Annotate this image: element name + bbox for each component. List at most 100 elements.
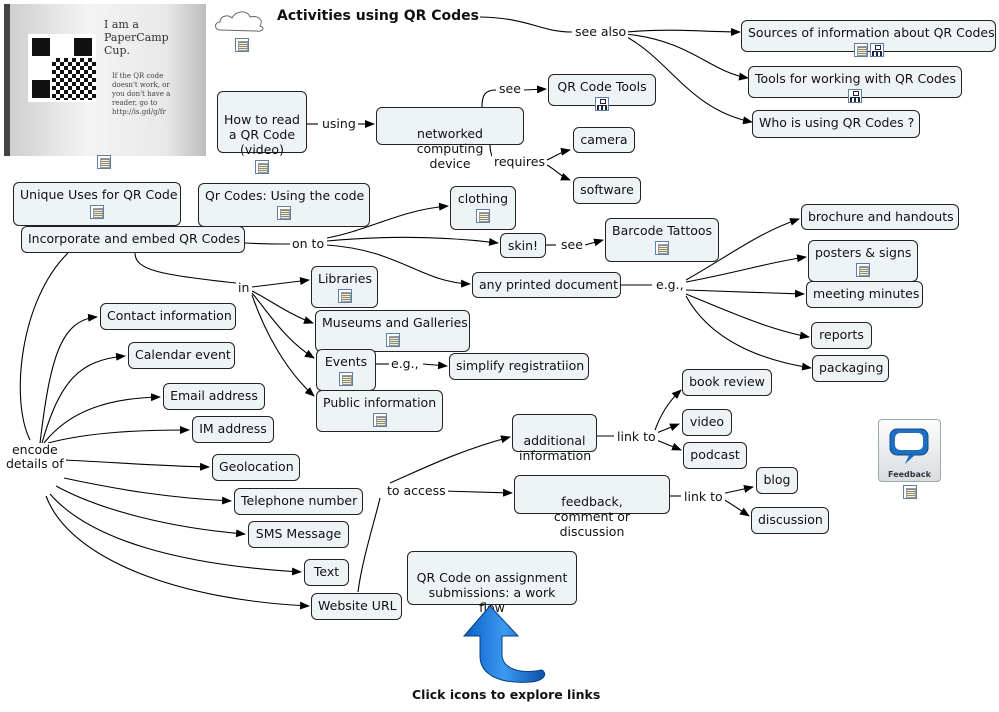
node-label: Events: [324, 354, 368, 369]
node-barcode-tattoos[interactable]: Barcode Tattoos: [605, 218, 719, 262]
node-book-review[interactable]: book review: [682, 369, 772, 396]
document-icon[interactable]: [337, 288, 352, 303]
node-libraries[interactable]: Libraries: [311, 266, 378, 308]
node-label: podcast: [690, 447, 740, 462]
node-text[interactable]: Text: [304, 559, 349, 586]
node-label: Geolocation: [219, 459, 294, 474]
node-brochure[interactable]: brochure and handouts: [801, 204, 959, 230]
node-events[interactable]: Events: [316, 349, 376, 391]
node-museums[interactable]: Museums and Galleries: [315, 310, 470, 352]
qr-code-pattern: [52, 58, 96, 100]
node-label: reports: [819, 327, 864, 342]
node-incorporate[interactable]: Incorporate and embed QR Codes: [21, 226, 245, 253]
node-label: Website URL: [318, 598, 397, 613]
node-posters[interactable]: posters & signs: [808, 240, 918, 282]
node-sms-message[interactable]: SMS Message: [248, 521, 349, 548]
node-reports[interactable]: reports: [811, 322, 872, 349]
node-blog[interactable]: blog: [756, 467, 798, 494]
node-im-address[interactable]: IM address: [192, 416, 274, 443]
document-icon[interactable]: [255, 159, 269, 174]
cup-small-text: If the QR code doesn't work, or you don'…: [112, 72, 171, 116]
node-label: Who is using QR Codes ?: [759, 115, 915, 130]
node-geolocation[interactable]: Geolocation: [212, 454, 300, 481]
document-icon[interactable]: [655, 240, 669, 255]
label-see-also: see also: [573, 24, 629, 39]
concept-map-icon[interactable]: [595, 96, 609, 111]
node-label: Incorporate and embed QR Codes: [28, 231, 241, 246]
document-icon[interactable]: [90, 204, 104, 219]
feedback-button[interactable]: Feedback: [878, 419, 941, 482]
node-additional-information[interactable]: additional information: [512, 414, 597, 463]
document-icon[interactable]: [339, 371, 353, 386]
node-label: Museums and Galleries: [322, 315, 468, 330]
document-icon[interactable]: [856, 262, 870, 277]
label-requires: requires: [492, 154, 547, 169]
node-label: networked computing device: [416, 126, 484, 171]
node-tools-working[interactable]: Tools for working with QR Codes: [748, 66, 962, 103]
node-public-information[interactable]: Public information: [316, 390, 443, 432]
label-eg-print: e.g.,: [654, 277, 686, 292]
node-qr-using[interactable]: Qr Codes: Using the code: [198, 183, 370, 227]
label-eg-events: e.g.,: [389, 356, 421, 371]
node-software[interactable]: software: [573, 177, 641, 204]
caption-text: Click icons to explore links: [412, 687, 601, 702]
node-website-url[interactable]: Website URL: [311, 593, 402, 620]
node-label: additional information: [519, 433, 592, 463]
node-label: brochure and handouts: [808, 209, 954, 224]
label-on-to: on to: [290, 236, 327, 251]
document-icon[interactable]: [476, 208, 490, 223]
document-icon[interactable]: [385, 332, 400, 347]
node-video[interactable]: video: [682, 409, 732, 436]
label-in: in: [236, 280, 252, 295]
node-telephone-number[interactable]: Telephone number: [234, 488, 363, 515]
qr-cup-photo: I am a PaperCamp Cup. If the QR code doe…: [4, 4, 206, 156]
label-link-to-1: link to: [615, 429, 658, 444]
label-encode: encode details of: [4, 442, 66, 471]
node-label: Tools for working with QR Codes: [755, 71, 956, 86]
node-calendar-event[interactable]: Calendar event: [128, 342, 235, 369]
node-podcast[interactable]: podcast: [683, 442, 747, 469]
document-icon[interactable]: [903, 485, 917, 499]
concept-map-icon[interactable]: [848, 88, 862, 103]
node-label: blog: [763, 472, 791, 487]
node-assignment-workflow[interactable]: QR Code on assignment submissions: a wor…: [407, 551, 577, 631]
document-icon[interactable]: [277, 205, 291, 220]
node-label: camera: [580, 132, 628, 147]
concept-map-icon[interactable]: [869, 42, 884, 57]
map-title: Activities using QR Codes: [277, 8, 480, 24]
node-feedback-discussion[interactable]: feedback, comment or discussion: [514, 475, 670, 539]
node-skin[interactable]: skin!: [500, 233, 546, 258]
blue-arrow-icon: [462, 605, 546, 683]
node-sources[interactable]: Sources of information about QR Codes: [741, 20, 996, 57]
node-label: Text: [313, 564, 340, 579]
document-icon[interactable]: [235, 38, 249, 52]
node-printed-document[interactable]: any printed document: [472, 272, 621, 298]
node-who-using[interactable]: Who is using QR Codes ?: [752, 110, 920, 138]
node-label: Qr Codes: Using the code: [205, 188, 365, 203]
node-packaging[interactable]: packaging: [812, 355, 889, 382]
node-networked-device[interactable]: networked computing device: [376, 107, 524, 171]
node-camera[interactable]: camera: [573, 127, 635, 153]
node-meeting-minutes[interactable]: meeting minutes: [806, 281, 923, 308]
node-label: Contact information: [107, 308, 232, 323]
node-simplify-registration[interactable]: simplify registratiion: [449, 353, 589, 380]
node-how-to-read[interactable]: How to read a QR Code (video): [217, 91, 307, 174]
node-contact-information[interactable]: Contact information: [100, 303, 236, 330]
document-icon[interactable]: [372, 412, 387, 427]
node-qr-tools[interactable]: QR Code Tools: [548, 74, 656, 111]
node-unique-uses[interactable]: Unique Uses for QR Code: [13, 182, 181, 226]
document-icon[interactable]: [97, 155, 111, 169]
document-icon[interactable]: [853, 42, 868, 57]
node-email-address[interactable]: Email address: [163, 383, 265, 410]
node-label: Email address: [170, 388, 258, 403]
node-label: packaging: [819, 360, 884, 375]
label-link-to-2: link to: [682, 489, 725, 504]
node-label: Telephone number: [241, 493, 358, 508]
node-clothing[interactable]: clothing: [450, 186, 516, 230]
node-label: Barcode Tattoos: [612, 223, 713, 238]
node-label: any printed document: [479, 277, 618, 292]
node-discussion[interactable]: discussion: [751, 507, 829, 534]
label-to-access: to access: [385, 483, 448, 498]
node-label: Calendar event: [135, 347, 231, 362]
node-label: posters & signs: [815, 245, 912, 260]
